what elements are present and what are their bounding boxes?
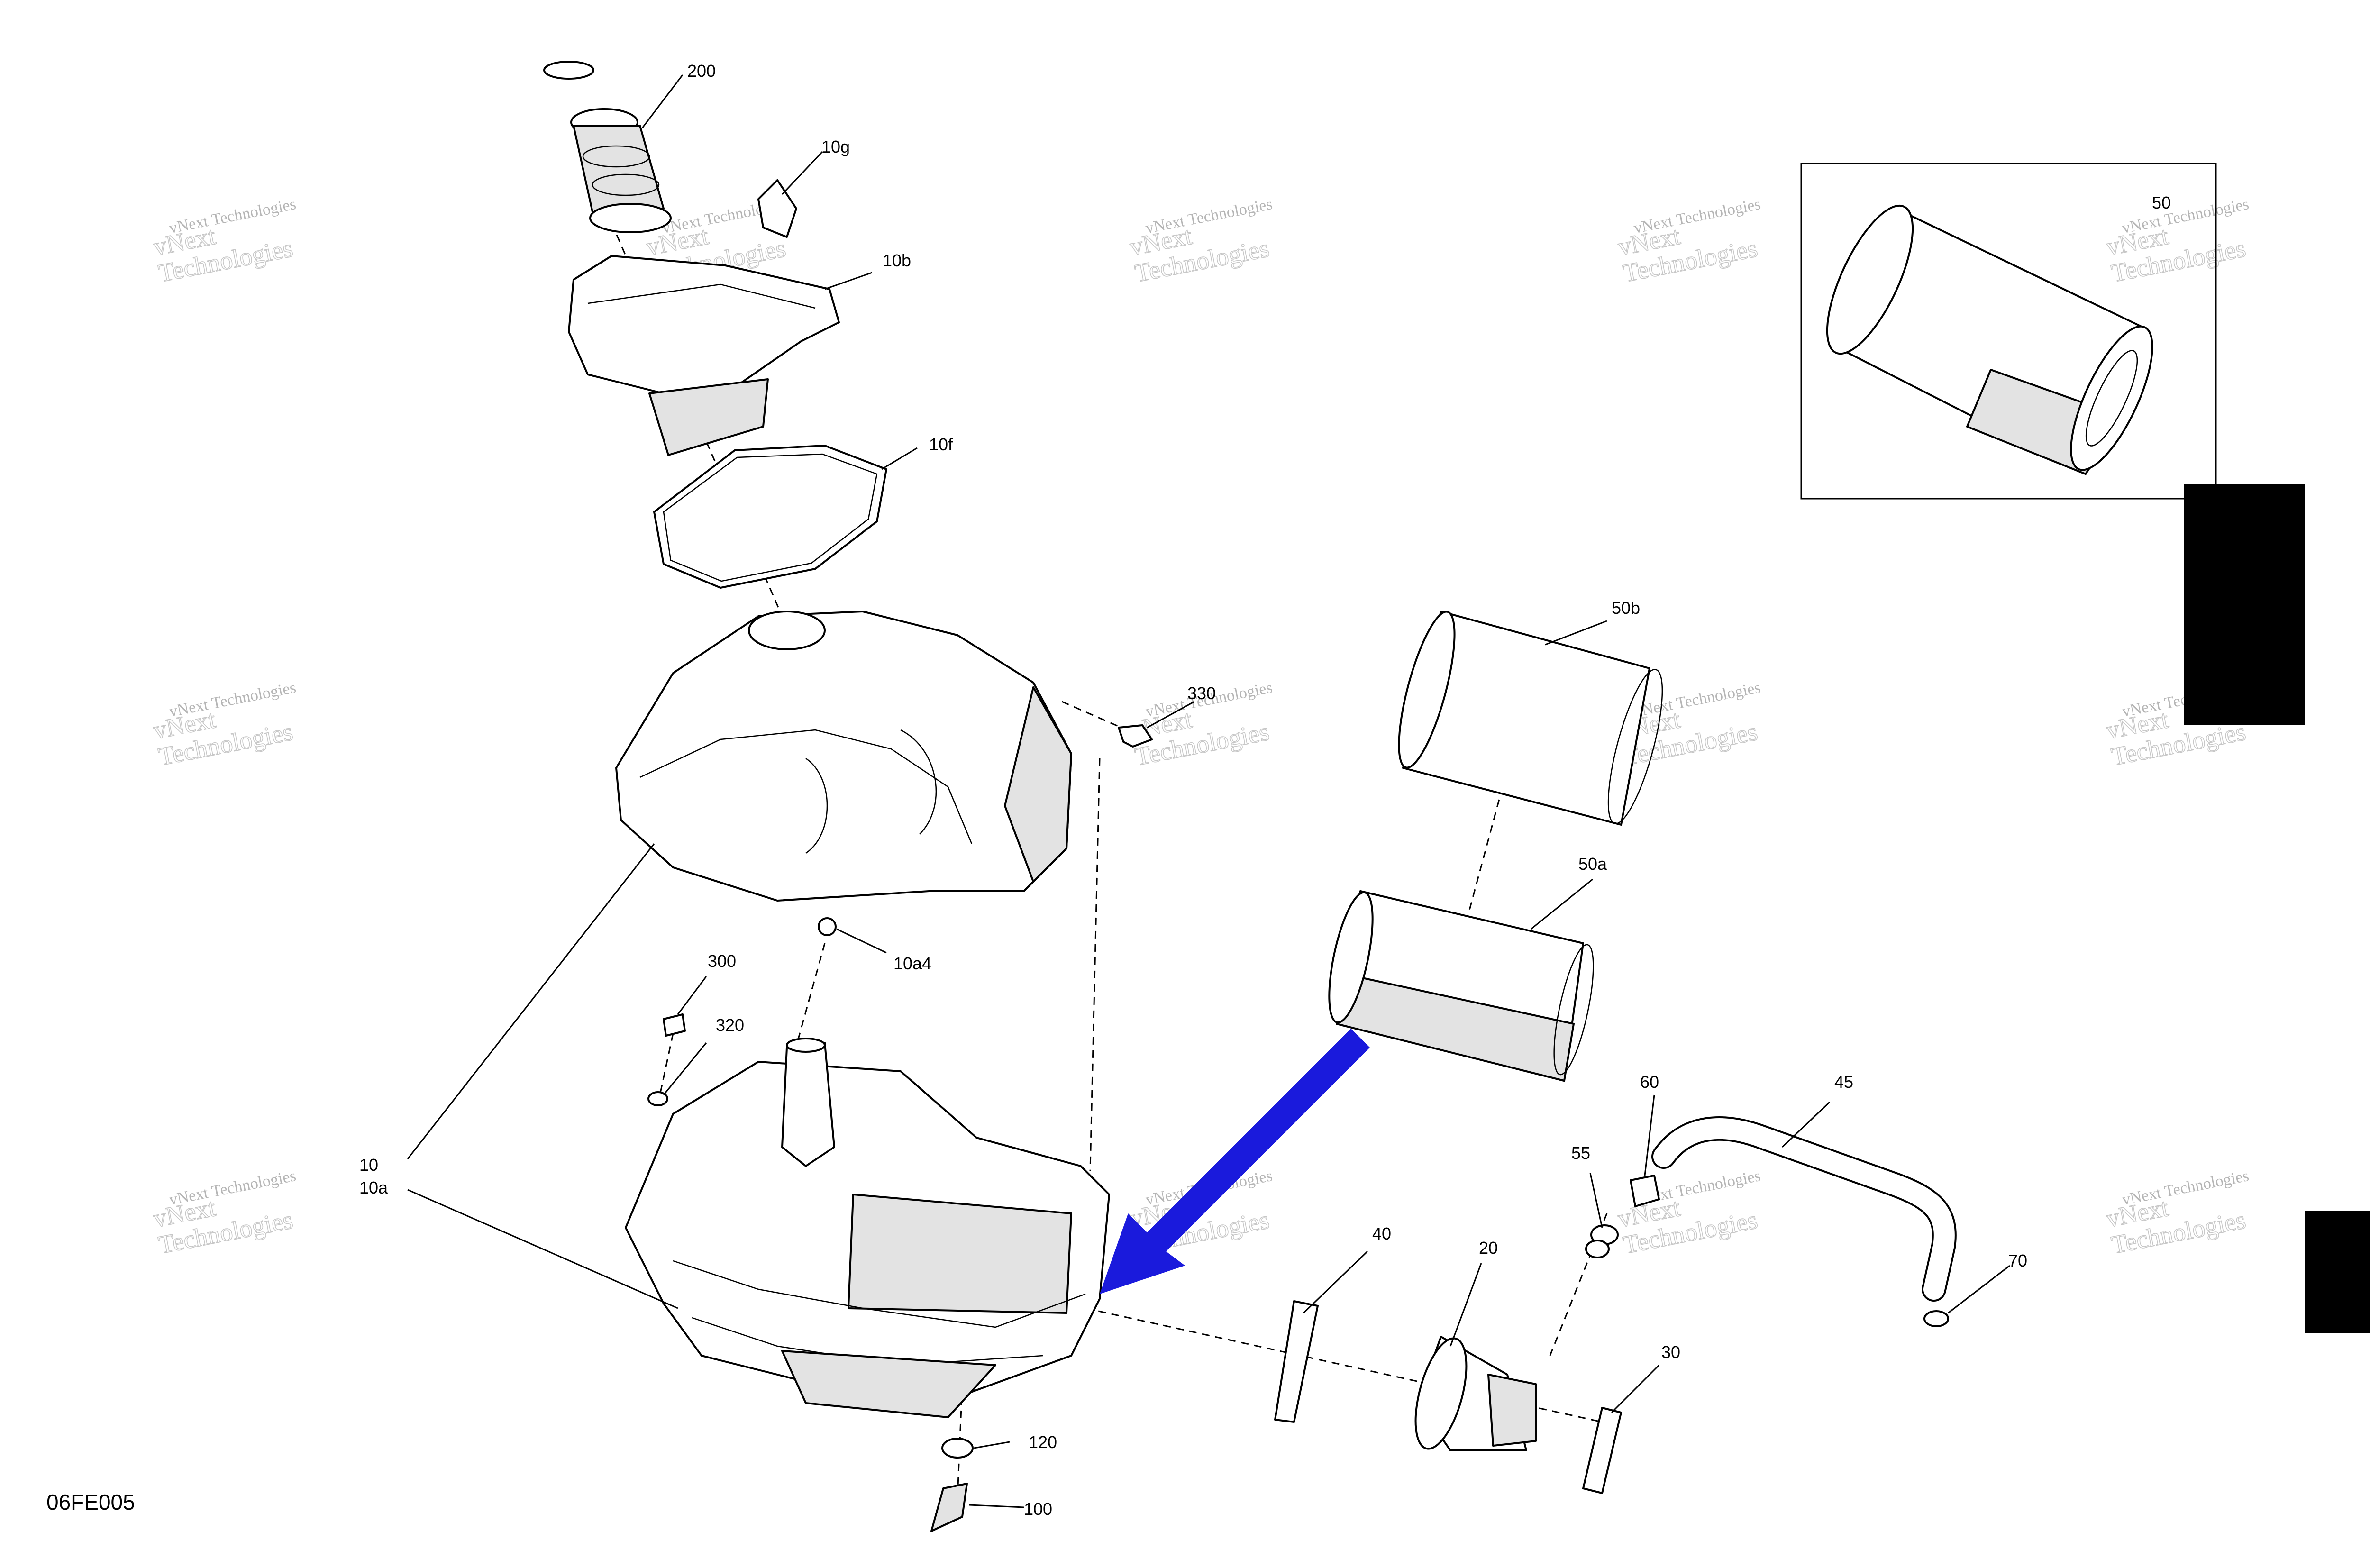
- callout-55: 55: [1571, 1143, 1590, 1163]
- watermark: vNext Technologies vNextTechnologies: [151, 1167, 298, 1259]
- callout-70: 70: [2008, 1251, 2027, 1270]
- part-hose-45-fill: [1653, 1118, 1955, 1300]
- callout-10g: 10g: [821, 137, 850, 156]
- callout-300: 300: [708, 951, 736, 971]
- part-intake-duct: [543, 61, 672, 233]
- callout-10b: 10b: [883, 251, 911, 270]
- part-filter-assembly-inset: [1826, 204, 2153, 475]
- callout-50: 50: [2152, 193, 2171, 212]
- part-filter-wrap: [1398, 611, 1663, 826]
- callout-10: 10: [359, 1155, 378, 1175]
- part-clamp-30: [1582, 1407, 1622, 1494]
- callout-50b: 50b: [1612, 598, 1640, 618]
- watermark: vNext Technologies vNextTechnologies: [151, 195, 298, 288]
- callout-320: 320: [716, 1015, 744, 1035]
- callout-10a: 10a: [359, 1178, 388, 1197]
- part-bolt-300: [663, 1013, 686, 1037]
- index-tab-lower: [2305, 1211, 2370, 1333]
- callout-20: 20: [1479, 1238, 1498, 1258]
- part-gasket: [653, 445, 887, 589]
- watermark: vNext Technologies vNextTechnologies: [1127, 195, 1274, 288]
- watermark: vNext Technologies vNextTechnologies: [2104, 1167, 2251, 1259]
- leader-lines: [407, 74, 2010, 1508]
- callout-330: 330: [1187, 684, 1216, 703]
- callout-45: 45: [1834, 1072, 1853, 1092]
- callout-120: 120: [1029, 1432, 1057, 1452]
- part-upper-housing: [615, 611, 1072, 902]
- figure-code: 06FE005: [46, 1490, 135, 1514]
- callout-200: 200: [687, 61, 716, 81]
- callout-60: 60: [1640, 1072, 1659, 1092]
- watermark: vNext Technologies vNextTechnologies: [2104, 195, 2251, 288]
- part-clamp-60: [1630, 1175, 1660, 1207]
- assembly-arrow: [1100, 1029, 1370, 1294]
- callout-10f: 10f: [929, 435, 953, 454]
- part-drain-valve-100: [930, 1483, 968, 1532]
- callout-10a4: 10a4: [893, 954, 931, 973]
- part-clamp-70: [1923, 1310, 1949, 1327]
- part-washer-320: [647, 1091, 668, 1106]
- callout-100: 100: [1024, 1499, 1052, 1519]
- part-screw-10a4: [818, 917, 837, 936]
- part-filter-element: [1328, 890, 1594, 1082]
- part-clip-10g: [757, 179, 797, 238]
- inset-frame: [1800, 163, 2217, 500]
- watermark: vNext Technologies vNextTechnologies: [1615, 195, 1762, 288]
- part-clip-330: [1118, 724, 1153, 748]
- callouts: 200 10g 10b 10f 330 10a4 300 320 10 10a …: [359, 61, 2171, 1519]
- part-outlet-adapter-20: [1414, 1336, 1537, 1451]
- part-lower-housing: [625, 1038, 1110, 1418]
- watermark: vNext Technologies vNextTechnologies: [151, 679, 298, 771]
- callout-30: 30: [1661, 1342, 1680, 1362]
- callout-40: 40: [1372, 1224, 1391, 1243]
- part-upper-cover: [568, 255, 840, 456]
- part-fitting-55: [1585, 1224, 1619, 1258]
- part-seal-40: [1274, 1300, 1319, 1423]
- part-clamp-120: [941, 1438, 974, 1459]
- callout-50a: 50a: [1578, 854, 1607, 874]
- index-tab-upper: [2184, 484, 2305, 725]
